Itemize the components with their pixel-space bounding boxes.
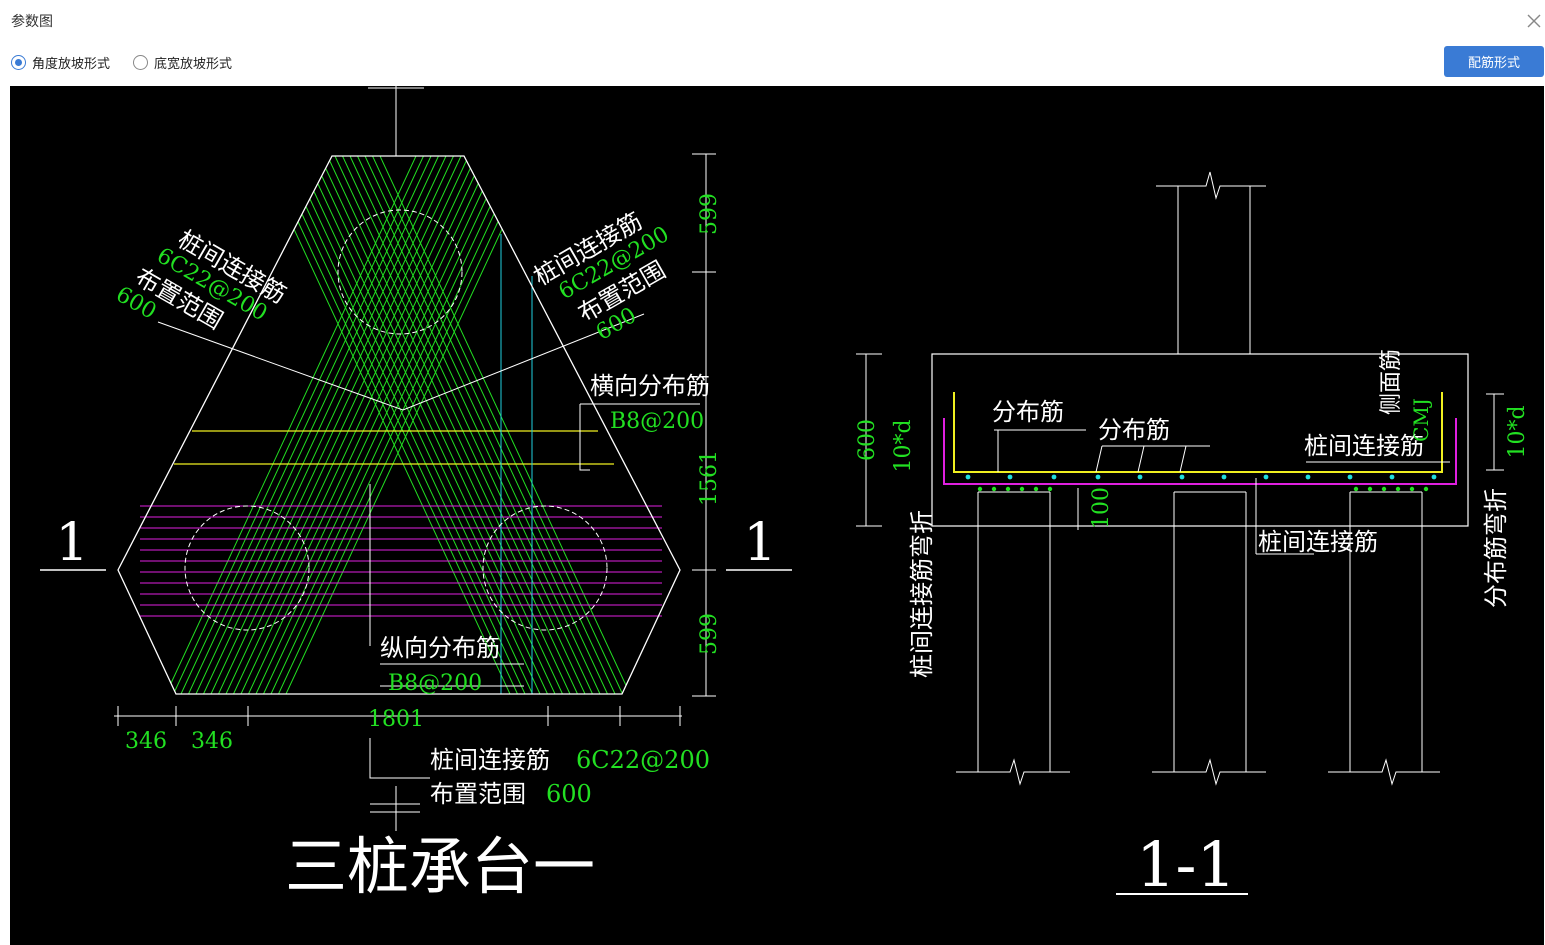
title-bar: 参数图 xyxy=(0,0,1545,42)
close-icon[interactable] xyxy=(1524,11,1544,31)
dim-bottom-a: 346 xyxy=(125,729,167,754)
link-rebar-label: 桩间连接筋 xyxy=(1304,432,1424,460)
dim-bottom-b: 346 xyxy=(191,729,233,754)
bottom-rebar-spec: 6C22@200 xyxy=(576,746,710,774)
right-vertical-label: 分布筋弯折 xyxy=(1482,488,1510,608)
radio-dot-icon xyxy=(133,55,148,70)
section-cover-dim: 100 xyxy=(1089,487,1114,529)
window-title: 参数图 xyxy=(11,14,53,30)
dim-right-mid: 1561 xyxy=(697,450,722,506)
section-bend-left: 10*d xyxy=(891,419,916,472)
config-rebar-button[interactable]: 配筋形式 xyxy=(1444,46,1544,77)
longitudinal-rebar-name: 纵向分布筋 xyxy=(380,634,500,662)
transverse-rebar-spec: B8@200 xyxy=(610,409,704,434)
transverse-rebar-name: 横向分布筋 xyxy=(590,372,710,400)
radio-width-label: 底宽放坡形式 xyxy=(154,57,233,72)
cad-drawing: 599 1561 599 1801 346 346 1 1 桩间连接筋 6C22… xyxy=(40,86,1530,903)
dim-bottom-total: 1801 xyxy=(368,707,424,732)
radio-angle-slope[interactable]: 角度放坡形式 xyxy=(11,53,110,72)
bottom-range-value: 600 xyxy=(546,780,592,808)
toolbar: 角度放坡形式 底宽放坡形式 配筋形式 xyxy=(0,46,1545,78)
longitudinal-rebar-lines xyxy=(140,505,662,617)
dist-rebar-label-1: 分布筋 xyxy=(992,398,1064,426)
dist-rebar-label-2: 分布筋 xyxy=(1098,416,1170,444)
section-rebar-dots xyxy=(965,474,1437,492)
section-mark-right: 1 xyxy=(743,513,776,573)
dim-right-bottom: 599 xyxy=(697,613,722,655)
left-vertical-label: 桩间连接筋弯折 xyxy=(908,510,936,678)
pile-link-rebar-hatch xyxy=(165,156,631,694)
bottom-range-label: 布置范围 xyxy=(430,780,526,808)
section-height-dim: 600 xyxy=(855,419,880,461)
section-mark-left: 1 xyxy=(55,513,88,573)
radio-width-slope[interactable]: 底宽放坡形式 xyxy=(133,53,232,72)
left-rebar-label: 桩间连接筋 6C22@200 布置范围 600 xyxy=(111,225,290,335)
plan-title: 三桩承台一 xyxy=(285,830,595,903)
longitudinal-rebar-spec: B8@200 xyxy=(388,671,482,696)
plan-view: 599 1561 599 1801 346 346 1 1 桩间连接筋 6C22… xyxy=(40,86,792,903)
radio-angle-label: 角度放坡形式 xyxy=(32,57,111,72)
radio-dot-icon xyxy=(11,55,26,70)
link-rebar-bottom-label: 桩间连接筋 xyxy=(1258,528,1378,556)
section-view: 600 10*d 10*d 100 分布筋 分布筋 桩间连接筋 桩间连接筋 侧面… xyxy=(855,171,1530,901)
right-rebar-label: 桩间连接筋 6C22@200 布置范围 600 xyxy=(529,207,673,346)
section-title: 1-1 xyxy=(1136,828,1236,901)
section-bend-right: 10*d xyxy=(1505,405,1530,458)
dim-right-top: 599 xyxy=(697,193,722,235)
side-rebar-label: 侧面筋 xyxy=(1379,349,1404,415)
side-rebar-code: CMJ xyxy=(1409,398,1433,442)
drawing-canvas[interactable]: 599 1561 599 1801 346 346 1 1 桩间连接筋 6C22… xyxy=(10,86,1544,945)
bottom-rebar-name: 桩间连接筋 xyxy=(430,746,550,774)
